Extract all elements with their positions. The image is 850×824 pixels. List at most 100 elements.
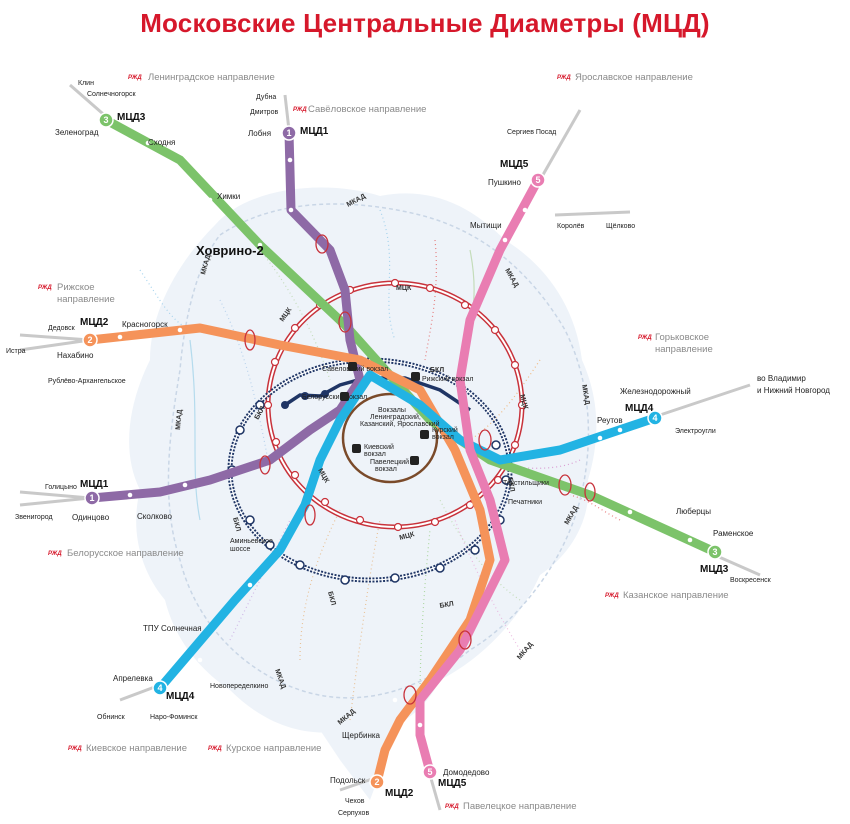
mck-label: МЦК [399,531,416,542]
station-korolev: Королёв [557,223,585,230]
mcd1-label-w: МЦД1 [80,479,109,490]
dir-yaroslavskoe: Ярославское направление [575,72,693,83]
station-dedovsk: Дедовск [48,325,76,332]
terminal-icons [340,362,429,465]
mcd3-endpoint-s: 3 [712,547,717,557]
mcd-station-dots [117,140,693,728]
station-golitsyno: Голицыно [45,484,77,491]
mcd4-label-e: МЦД4 [625,403,654,414]
terminal-belorussky: Белорусский вокзал [302,393,367,401]
terminal-kursky-2: вокзал [432,434,454,441]
mkad-ring [167,203,590,699]
dir-rizhskoe-2: направление [57,294,115,305]
station-khimki: Химки [217,192,240,201]
mcd5-endpoint-n: 5 [535,175,540,185]
mcd3-label-n: МЦД3 [117,112,146,123]
station-mytishchi: Мытищи [470,221,502,230]
mcd5-endpoint-s: 5 [427,767,432,777]
mkad-label: МКАД [516,641,534,661]
terminal-paveletsky-2: вокзал [375,466,397,473]
station-chekhov: Чехов [345,798,365,805]
station-pechatniki: Печатники [508,499,542,506]
station-solnechnogorsk: Солнечногорск [87,91,136,98]
rzd-logo: РЖД [38,285,52,291]
terminal-paveletsky-1: Павелецкий [370,458,409,466]
mcd4-endpoint-w: 4 [157,683,162,693]
station-nakhabino: Нахабино [57,351,94,360]
rzd-logo: РЖД [208,746,222,752]
rzd-logo: РЖД [445,804,459,810]
station-domodedovo: Домодедово [443,768,490,777]
terminal-three-2: Ленинградский, [370,413,421,421]
rzd-logo: РЖД [48,551,62,557]
mcd2-line [85,323,495,787]
rzd-logo: РЖД [605,593,619,599]
dir-paveletskoe: Павелецкое направление [463,801,577,812]
direction-labels: Ленинградское направление Савёловское на… [57,72,830,812]
station-khovrino: Ховрино-2 [196,243,264,258]
bkl-label: БКЛ [439,601,454,610]
station-tekstilshchiki: Текстильщики [503,480,549,487]
station-obninsk: Обнинск [97,713,126,721]
mcd5-label-s: МЦД5 [438,778,467,789]
station-pushkino: Пушкино [488,178,522,187]
bkl-north-stations [281,390,329,409]
dir-leningradskoe: Ленинградское направление [148,72,275,83]
bkl-label: БКЛ [506,477,515,492]
station-klin: Клин [78,80,94,87]
bkl-label: БКЛ [231,517,241,533]
mcd2-endpoint-s: 2 [374,777,379,787]
rzd-logos: РЖД РЖД РЖД РЖД РЖД РЖД РЖД РЖД РЖД РЖД [38,75,652,810]
line-endpoints [82,112,723,790]
mcd2-label-s: МЦД2 [385,788,414,799]
station-zheleznodorozhny: Железнодорожный [620,387,691,396]
terminal-kursky-1: Курский [432,426,458,434]
station-novoperedelkino: Новопеределкино [210,683,268,690]
dir-belorusskoe: Белорусское направление [67,548,184,559]
station-dmitrov: Дмитров [250,109,278,116]
mcd2-label-w: МЦД2 [80,317,109,328]
dir-kurskoe: Курское направление [226,743,321,754]
bkl-label: БКЛ [430,367,444,374]
interchanges [244,234,596,705]
station-tpu-solnechnaya: ТПУ Солнечная [143,624,202,633]
terminal-three-1: Вокзалы [378,407,406,414]
terminal-kievsky-1: Киевский [364,443,394,451]
mcd4-line [155,370,660,693]
mcd1-line [87,128,365,503]
mcd5-line [415,175,543,777]
mcd1-label-n: МЦД1 [300,126,329,137]
station-shchelkovo: Щёлково [606,223,635,230]
dir-rizhskoe-1: Рижское [57,282,95,293]
station-zelenograd: Зеленоград [55,128,99,137]
station-krasnogorsk: Красногорск [122,320,168,329]
station-skolkovo: Сколково [137,512,173,521]
terminal-three-3: Казанский, Ярославский [360,420,440,428]
mcd1-endpoint-w: 1 [89,493,94,503]
station-ramenskoe: Раменское [713,529,754,538]
bkl-label: БКЛ [326,591,336,607]
dir-vladimir-2: и Нижний Новгород [757,386,830,395]
koltsevaya-ring [341,392,439,484]
terminal-savelovsky: Савеловский вокзал [322,365,388,373]
terminal-kievsky-2: вокзал [364,451,386,458]
terminal-labels: Савеловский вокзал Рижский вокзал Белору… [302,365,473,473]
mcd4-label-w: МЦД4 [166,691,195,702]
dir-savelovskoe: Савёловское направление [308,104,426,115]
rzd-logo: РЖД [68,746,82,752]
mck-label: МЦК [518,394,529,411]
station-lyubertsy: Люберцы [676,507,711,516]
mkad-label: МКАД [175,409,184,430]
dir-kievskoe: Киевское направление [86,743,187,754]
station-voskresensk: Воскресенск [730,577,772,584]
dir-vladimir-1: во Владимир [757,374,806,383]
station-naro-fominsk: Наро-Фоминск [150,714,198,721]
mcd3-label-s: МЦД3 [700,564,729,575]
station-reutov: Реутов [597,416,623,425]
station-aminevskoe-1: Аминьевское [230,538,273,545]
station-zvenigorod: Звенигород [15,514,53,521]
mcd3-endpoint-n: 3 [103,115,108,125]
mck-label: МЦК [396,285,412,292]
rzd-logo: РЖД [557,75,571,81]
mcd5-label-n: МЦД5 [500,159,529,170]
